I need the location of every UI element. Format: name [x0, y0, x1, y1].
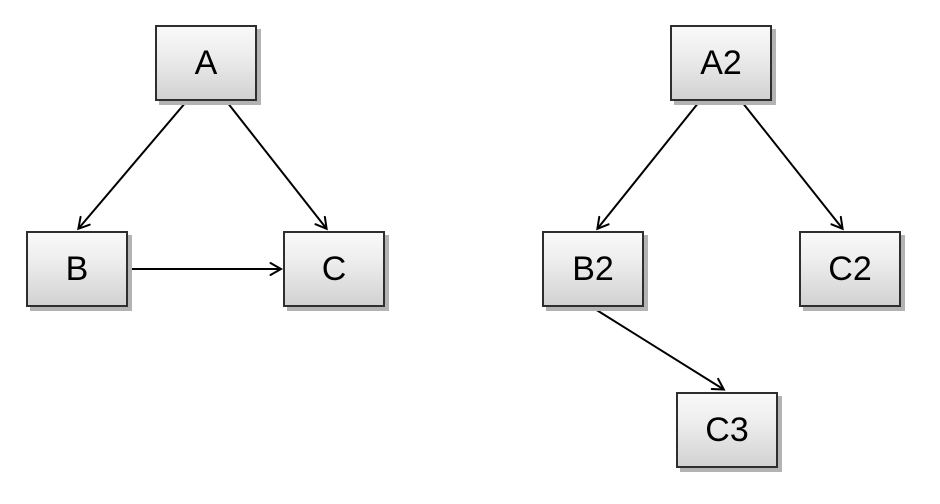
node-B2: B2	[542, 231, 644, 307]
node-A-label: A	[194, 44, 218, 82]
edge-A2-C2	[741, 101, 844, 231]
node-C2: C2	[799, 231, 901, 307]
node-B-label: B	[65, 250, 89, 288]
node-C3: C3	[676, 392, 778, 468]
node-B2-label: B2	[572, 250, 614, 288]
node-A2-label: A2	[700, 44, 742, 82]
node-C: C	[283, 231, 385, 307]
node-C3-label: C3	[705, 411, 749, 449]
node-A: A	[155, 25, 257, 101]
edge-A-C	[226, 101, 328, 231]
edge-B2-C3	[594, 308, 726, 391]
edge-A-B	[77, 101, 187, 231]
edge-A2-B2	[596, 101, 700, 231]
node-C-label: C	[321, 250, 347, 288]
node-A2: A2	[670, 25, 772, 101]
node-B: B	[26, 231, 128, 307]
node-C2-label: C2	[828, 250, 872, 288]
